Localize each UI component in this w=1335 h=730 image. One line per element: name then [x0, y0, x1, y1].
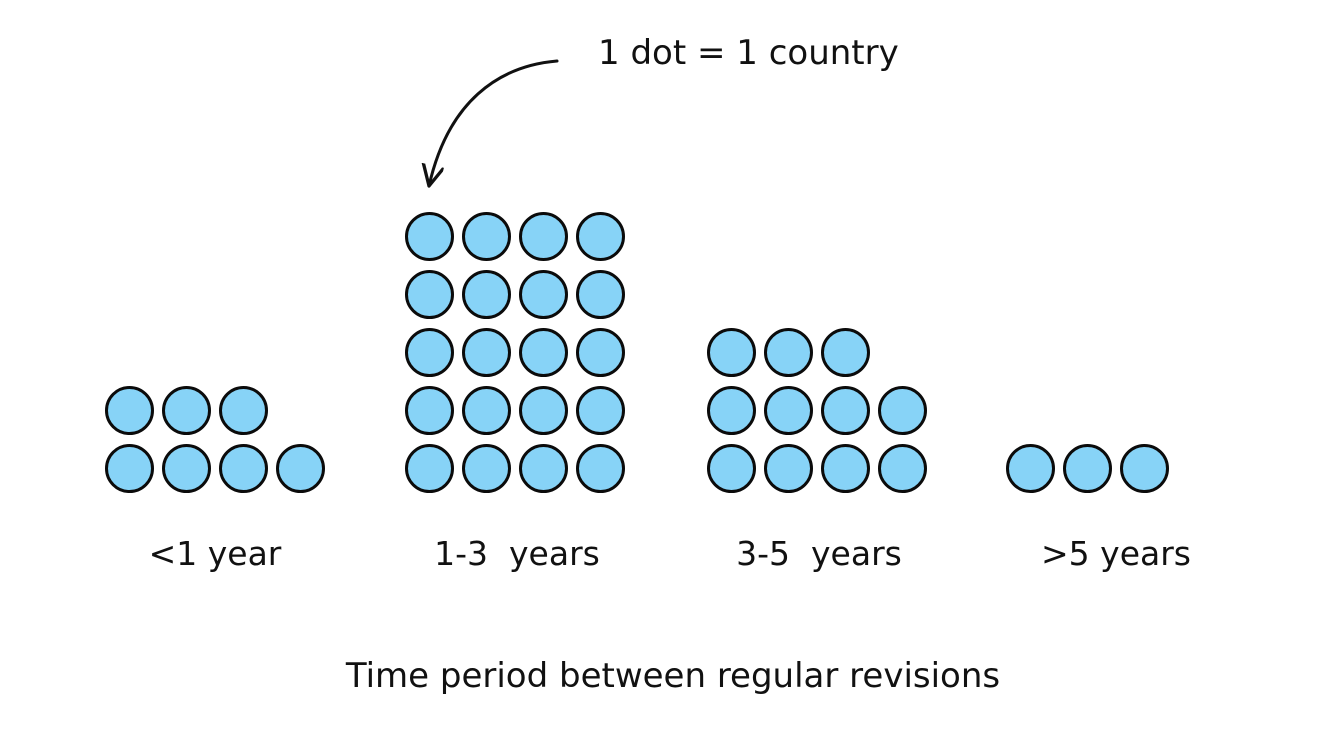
dot-row — [105, 444, 325, 493]
country-dot — [707, 328, 756, 377]
legend-annotation: 1 dot = 1 country — [598, 33, 899, 73]
country-dot — [878, 386, 927, 435]
country-dot — [1120, 444, 1169, 493]
dot-group-3 — [707, 328, 927, 493]
country-dot — [405, 444, 454, 493]
country-dot — [462, 386, 511, 435]
dot-row — [707, 444, 927, 493]
country-dot — [276, 444, 325, 493]
country-dot — [707, 444, 756, 493]
country-dot — [764, 328, 813, 377]
dot-group-4 — [1006, 444, 1169, 493]
country-dot — [576, 212, 625, 261]
country-dot — [462, 328, 511, 377]
country-dot — [162, 386, 211, 435]
country-dot — [105, 444, 154, 493]
country-dot — [821, 444, 870, 493]
dot-row — [405, 328, 625, 377]
country-dot — [405, 270, 454, 319]
country-dot — [219, 444, 268, 493]
category-label: >5 years — [1041, 534, 1191, 573]
country-dot — [764, 386, 813, 435]
dot-row — [405, 386, 625, 435]
country-dot — [576, 386, 625, 435]
country-dot — [576, 444, 625, 493]
country-dot — [707, 386, 756, 435]
country-dot — [105, 386, 154, 435]
country-dot — [519, 212, 568, 261]
country-dot — [462, 212, 511, 261]
category-label: 1-3 years — [434, 534, 600, 573]
dot-group-1 — [105, 386, 325, 493]
country-dot — [519, 328, 568, 377]
dot-row — [405, 212, 625, 261]
country-dot — [519, 270, 568, 319]
country-dot — [405, 212, 454, 261]
chart-title: Time period between regular revisions — [345, 656, 1001, 696]
category-label: 3-5 years — [736, 534, 902, 573]
country-dot — [821, 328, 870, 377]
country-dot — [576, 270, 625, 319]
country-dot — [764, 444, 813, 493]
dot-row — [1006, 444, 1169, 493]
country-dot — [162, 444, 211, 493]
country-dot — [519, 444, 568, 493]
country-dot — [821, 386, 870, 435]
dot-group-2 — [405, 212, 625, 493]
country-dot — [576, 328, 625, 377]
dot-row — [105, 386, 268, 435]
country-dot — [1063, 444, 1112, 493]
country-dot — [219, 386, 268, 435]
country-dot — [405, 328, 454, 377]
dot-row — [405, 444, 625, 493]
category-label: <1 year — [148, 534, 282, 573]
country-dot — [462, 444, 511, 493]
country-dot — [1006, 444, 1055, 493]
dot-row — [707, 328, 870, 377]
dot-row — [405, 270, 625, 319]
country-dot — [462, 270, 511, 319]
dot-row — [707, 386, 927, 435]
country-dot — [878, 444, 927, 493]
country-dot — [405, 386, 454, 435]
country-dot — [519, 386, 568, 435]
